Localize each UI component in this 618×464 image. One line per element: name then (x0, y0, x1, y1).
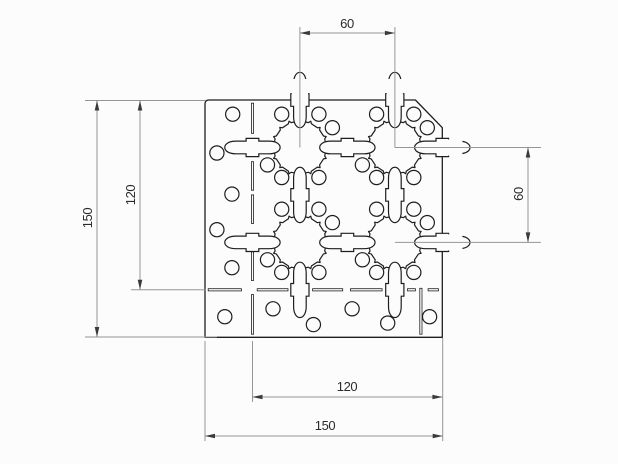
round-hole (368, 106, 385, 122)
round-hole (406, 201, 422, 217)
round-hole (274, 264, 290, 281)
dim-label-bottom120: 120 (337, 379, 358, 394)
arrowhead (137, 100, 143, 111)
slit-vertical (250, 194, 254, 224)
plate-holes (207, 71, 471, 335)
round-hole (311, 106, 327, 122)
round-hole (324, 119, 341, 136)
round-hole (209, 221, 225, 238)
dim-label-left120: 120 (123, 185, 138, 206)
dimension-annotations: 60 150 120 60 120 150 (80, 16, 541, 441)
round-hole (406, 106, 422, 122)
arrowhead (205, 433, 215, 439)
dim-label-top60: 60 (340, 16, 354, 31)
round-hole (368, 169, 385, 186)
round-hole (421, 309, 438, 325)
slit-horizontal (350, 288, 383, 292)
round-hole (224, 106, 241, 122)
round-hole (406, 169, 422, 186)
round-hole (305, 316, 322, 333)
round-hole (217, 309, 233, 325)
slit-horizontal (312, 288, 344, 292)
slot-vertical (290, 261, 310, 319)
round-hole (274, 169, 290, 186)
round-hole (311, 201, 327, 217)
round-hole (354, 252, 371, 268)
slit-horizontal (256, 288, 289, 292)
round-hole (311, 169, 327, 186)
arrowhead (432, 394, 443, 400)
round-hole (224, 260, 240, 276)
slot-horizontal (319, 232, 376, 253)
arrowhead (299, 30, 310, 36)
slit-horizontal (427, 288, 439, 292)
dim-label-bottom150: 150 (315, 418, 336, 433)
round-hole (406, 264, 422, 281)
arrowhead (94, 100, 100, 111)
arrowhead (525, 147, 531, 158)
round-hole (209, 145, 225, 161)
slot-vertical (290, 166, 310, 224)
round-hole (419, 214, 435, 231)
round-hole (419, 119, 435, 136)
slot-horizontal (224, 137, 281, 158)
round-hole (259, 252, 276, 268)
round-hole (380, 315, 396, 331)
round-hole (259, 157, 276, 173)
slot-horizontal (319, 137, 376, 158)
round-hole (224, 186, 240, 202)
slit-horizontal (207, 288, 242, 292)
slit-vertical (250, 251, 254, 281)
arrowhead (252, 394, 263, 400)
round-hole (274, 106, 290, 122)
slot-vertical (385, 166, 405, 224)
round-hole (324, 214, 341, 231)
round-hole (344, 301, 360, 317)
round-hole (265, 301, 281, 317)
round-hole (368, 264, 385, 281)
slit-vertical (250, 161, 254, 191)
arrowhead (384, 30, 395, 36)
slot-horizontal (224, 232, 281, 253)
arrowhead (432, 433, 443, 439)
dim-label-right60: 60 (511, 187, 526, 201)
slit-vertical (250, 102, 254, 134)
arrowhead (137, 279, 143, 290)
slit-horizontal (407, 288, 416, 292)
round-hole (311, 264, 327, 281)
round-hole (368, 201, 385, 217)
round-hole (354, 157, 371, 173)
dim-label-left150: 150 (80, 208, 95, 229)
arrowhead (94, 327, 100, 337)
arrowhead (525, 232, 531, 243)
slit-vertical (419, 287, 423, 335)
round-hole (274, 201, 290, 217)
slot-vertical (385, 261, 405, 319)
slit-vertical (250, 294, 254, 335)
